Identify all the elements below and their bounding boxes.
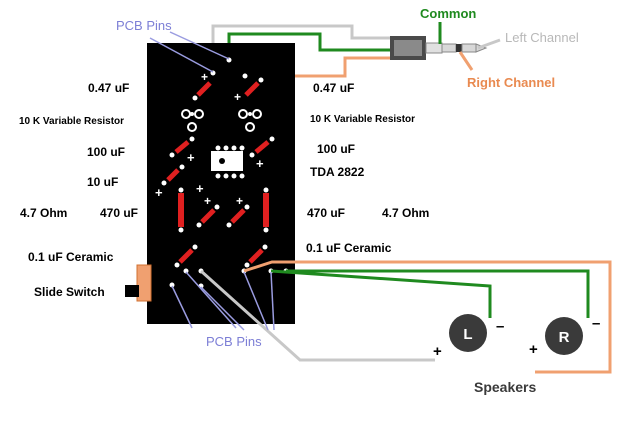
jack-left-pointer bbox=[477, 38, 501, 50]
slide-switch-knob bbox=[125, 285, 139, 297]
svg-text:+: + bbox=[236, 194, 243, 208]
pcb-pins-top-pointers bbox=[149, 31, 230, 73]
audio-jack bbox=[390, 36, 488, 60]
cap-100-left-label: 100 uF bbox=[87, 145, 125, 159]
speaker-left-letter: L bbox=[463, 326, 472, 343]
ceramic-left-label: 0.1 uF Ceramic bbox=[28, 250, 114, 264]
res-47-right-label: 4.7 Ohm bbox=[382, 206, 429, 220]
speaker-left-plus: + bbox=[433, 343, 442, 360]
speaker-common-wire bbox=[270, 269, 492, 318]
slide-switch-body bbox=[136, 264, 152, 302]
jack-right-pointer bbox=[458, 51, 474, 71]
speaker-right bbox=[545, 317, 583, 355]
svg-text:+: + bbox=[196, 181, 204, 196]
pcb-pins-bottom-pointers bbox=[171, 271, 275, 331]
ceramic-caps bbox=[174, 244, 268, 268]
variable-resistors bbox=[181, 109, 262, 132]
svg-text:+: + bbox=[201, 70, 208, 84]
slide-switch-label: Slide Switch bbox=[34, 285, 105, 299]
cap-10-label: 10 uF bbox=[87, 175, 118, 189]
left-channel-wire-top bbox=[211, 24, 392, 73]
speaker-right-minus: – bbox=[592, 315, 600, 332]
cap-100-right-label: 100 uF bbox=[317, 142, 355, 156]
pcb-pins-top-label: PCB Pins bbox=[116, 18, 172, 33]
speaker-right-positive-wire bbox=[243, 260, 612, 374]
speaker-left bbox=[449, 314, 487, 352]
left-channel-label: Left Channel bbox=[505, 30, 579, 45]
res-47-left-label: 4.7 Ohm bbox=[20, 206, 67, 220]
common-label: Common bbox=[420, 6, 476, 21]
speaker-left-minus: – bbox=[496, 318, 504, 335]
ic-label: TDA 2822 bbox=[310, 165, 365, 179]
speaker-left-positive-wire bbox=[199, 269, 435, 362]
speaker-right-letter: R bbox=[559, 329, 570, 346]
ceramic-right-label: 0.1 uF Ceramic bbox=[306, 241, 392, 255]
svg-text:+: + bbox=[256, 156, 264, 171]
var-res-right-label: 10 K Variable Resistor bbox=[310, 114, 415, 125]
resistors-and-470-caps: + + bbox=[178, 187, 269, 233]
svg-text:+: + bbox=[204, 194, 211, 208]
pcb-board bbox=[147, 43, 295, 324]
cap-047-right-label: 0.47 uF bbox=[313, 81, 354, 95]
svg-text:+: + bbox=[155, 185, 163, 200]
speaker-common-wire-2 bbox=[286, 269, 590, 318]
top-capacitors: + + bbox=[192, 57, 264, 104]
cap-047-left-label: 0.47 uF bbox=[88, 81, 129, 95]
ic-tda2822 bbox=[211, 145, 245, 179]
speaker-right-plus: + bbox=[529, 341, 538, 358]
cap-470-left-label: 470 uF bbox=[100, 206, 138, 220]
right-channel-label: Right Channel bbox=[467, 75, 555, 90]
pcb-pins-bottom-label: PCB Pins bbox=[206, 334, 262, 349]
electrolytic-caps: + + + + bbox=[155, 136, 275, 200]
speakers-label: Speakers bbox=[474, 379, 536, 395]
var-res-left-label: 10 K Variable Resistor bbox=[19, 116, 124, 127]
svg-text:+: + bbox=[234, 90, 241, 104]
cap-470-right-label: 470 uF bbox=[307, 206, 345, 220]
svg-text:+: + bbox=[187, 150, 195, 165]
